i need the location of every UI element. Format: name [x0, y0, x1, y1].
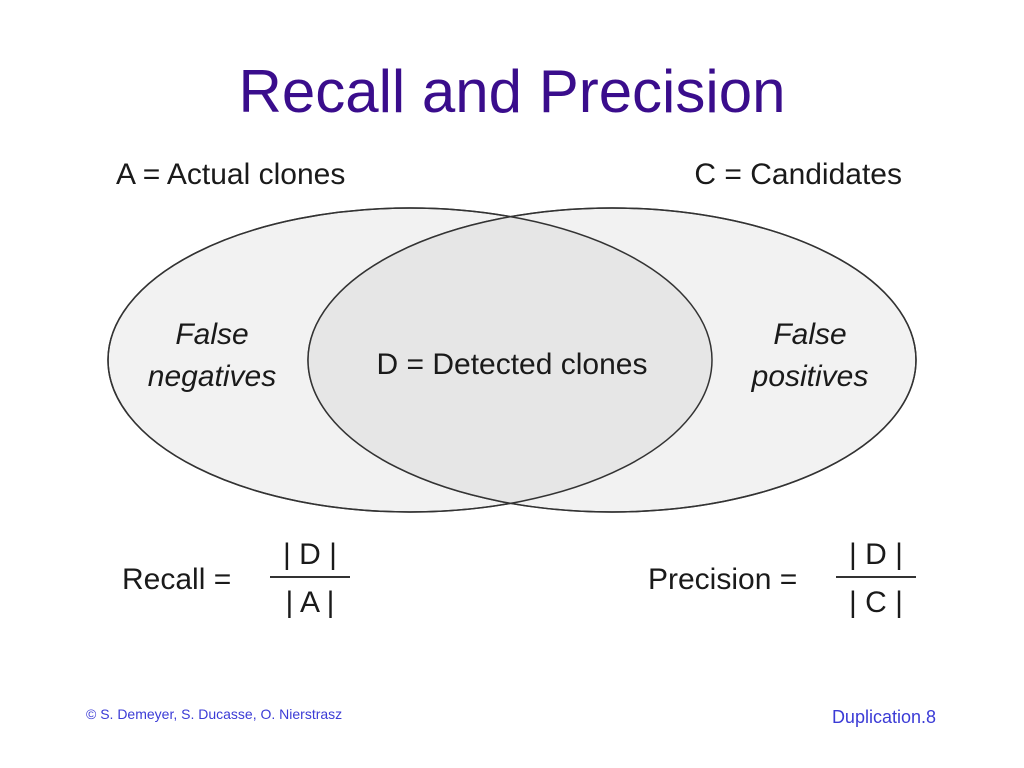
slide-title: Recall and Precision: [238, 58, 786, 125]
precision-numerator: | D |: [849, 538, 903, 571]
false-positives-line1: False: [773, 318, 846, 351]
intersection-label: D = Detected clones: [377, 348, 648, 381]
footer-copyright: © S. Demeyer, S. Ducasse, O. Nierstrasz: [86, 706, 343, 722]
precision-label: Precision =: [648, 563, 797, 596]
false-positives-line2: positives: [751, 360, 869, 393]
recall-denominator: | A |: [286, 586, 335, 619]
false-negatives-line2: negatives: [148, 360, 276, 393]
recall-numerator: | D |: [283, 538, 337, 571]
intersection-region: [308, 208, 712, 512]
recall-label: Recall =: [122, 563, 231, 596]
set-a-label: A = Actual clones: [116, 158, 345, 191]
footer-slide-number: Duplication.8: [831, 707, 936, 727]
set-c-outline: [307, 207, 917, 513]
set-a-outline: [107, 207, 713, 513]
venn-diagram: A = Actual clones C = Candidates False n…: [107, 158, 917, 619]
precision-denominator: | C |: [849, 586, 903, 619]
false-negatives-line1: False: [175, 318, 248, 351]
set-c-label: C = Candidates: [694, 158, 902, 191]
